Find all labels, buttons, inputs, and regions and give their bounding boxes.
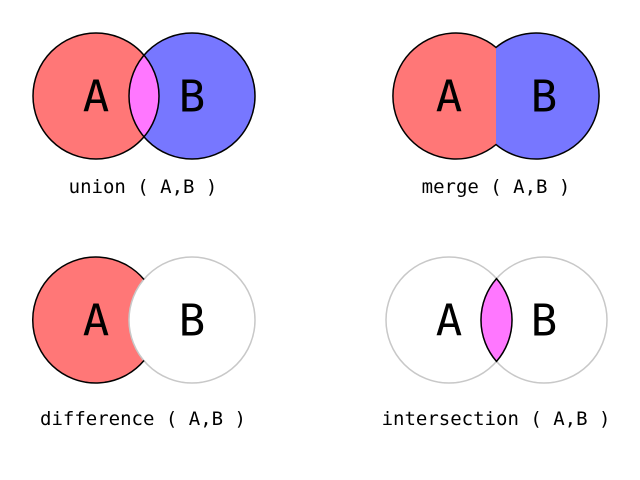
merge-caption: merge ( A,B ) [422,176,571,198]
difference-diagram: A B difference ( A,B ) [32,256,256,430]
union-set-b [129,33,255,159]
union-diagram: A B union ( A,B ) [32,32,256,198]
merge-label-b: B [531,72,558,123]
union-outline-a [32,32,160,160]
difference-caption: difference ( A,B ) [40,408,246,430]
merge-diagram: A B merge ( A,B ) [392,32,600,198]
merge-outline [392,32,600,160]
union-label-b: B [179,72,206,123]
union-caption: union ( A,B ) [69,176,218,198]
intersection-outline [480,277,513,363]
intersection-label-b: B [531,296,558,347]
union-outline-b [128,32,256,160]
intersection-label-a: A [436,296,463,347]
merge-set-b [496,33,600,160]
difference-label-a: A [83,296,110,347]
difference-label-b: B [179,296,206,347]
difference-ghost-b [128,256,256,384]
difference-outline-a [32,256,145,384]
intersection-caption: intersection ( A,B ) [382,408,611,430]
merge-label-a: A [436,72,463,123]
merge-set-a [392,33,496,160]
difference-set-a [33,257,159,383]
union-label-a: A [83,72,110,123]
intersection-diagram: A B intersection ( A,B ) [382,256,611,430]
union-set-a [33,33,159,159]
